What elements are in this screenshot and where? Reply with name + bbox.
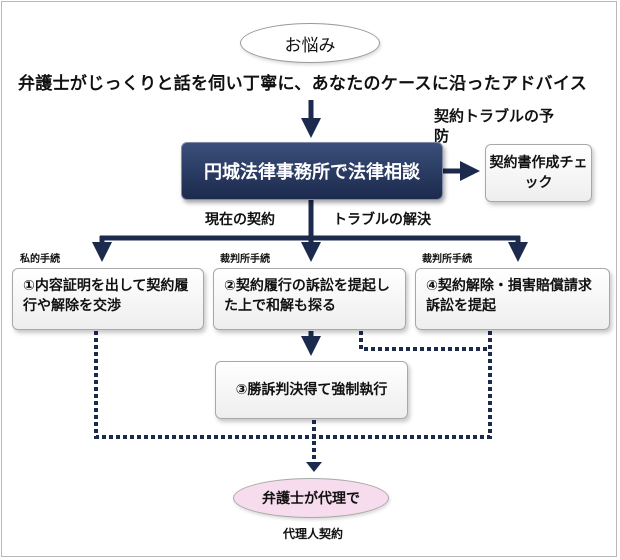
prevention-label: 契約トラブルの予防 — [434, 107, 555, 145]
tag-court-a: 裁判所手続 — [220, 254, 270, 265]
end-node: 弁護士が代理で — [233, 478, 389, 518]
branch-label-current-contract: 現在の契約 — [205, 212, 275, 228]
tag-court-b: 裁判所手続 — [422, 254, 472, 265]
branch-label-trouble-solution: トラブルの解決 — [333, 212, 431, 228]
step3-box: ③勝訴判決得て強制執行 — [215, 361, 408, 419]
contract-check-box: 契約書作成チェック — [485, 144, 592, 202]
start-node: お悩み — [240, 23, 380, 63]
advice-text: 弁護士がじっくりと話を伺い丁寧に、あなたのケースに沿ったアドバイス — [18, 74, 588, 94]
end-label: 代理人契約 — [283, 527, 344, 541]
main-consultation-box: 円城法律事務所で法律相談 — [181, 142, 443, 200]
step2-box: ②契約履行の訴訟を提起した上で和解も探る — [213, 268, 406, 330]
dotted-step4-to-end — [314, 331, 492, 439]
tag-private: 私的手続 — [20, 254, 60, 265]
step1-box: ①内容証明を出して契約履行や解除を交渉 — [12, 268, 204, 330]
dotted-step1-to-end — [94, 331, 314, 439]
step4-box: ④契約解除・損害賠償請求訴訟を提起 — [415, 268, 610, 330]
dotted-arrowhead — [306, 462, 322, 472]
dotted-step2-to-right — [359, 331, 490, 351]
